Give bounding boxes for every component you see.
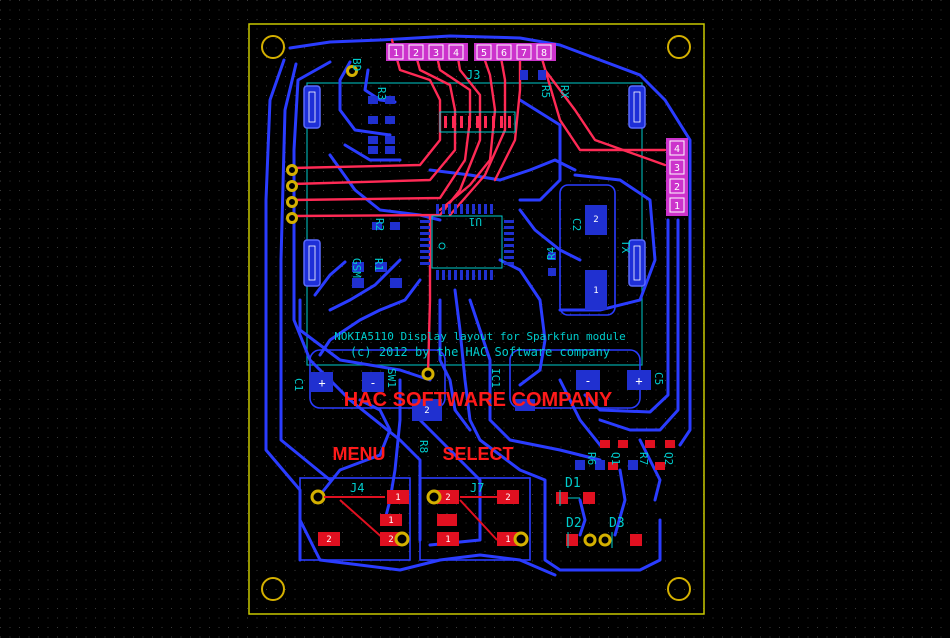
label-d1: D1	[565, 476, 581, 491]
sw1-pad-number: 2	[424, 406, 429, 416]
label-q2: Q2	[662, 452, 675, 465]
cap-c5-plus: +	[635, 374, 642, 388]
header-top-right-block	[474, 43, 556, 61]
label-q1: Q1	[609, 452, 622, 465]
leds	[556, 490, 642, 548]
company-label: HAC SOFTWARE COMPANY	[344, 389, 613, 411]
capacitor-pads: + - - +	[311, 370, 651, 392]
resistor-pads-bottom	[575, 460, 638, 470]
bottom-copper-outlines	[299, 184, 641, 561]
mounting-hole-bottom-left	[261, 577, 285, 601]
red-labels: HAC SOFTWARE COMPANY MENU SELECT	[333, 389, 613, 464]
menu-label: MENU	[333, 444, 386, 464]
crystal-pad-1: 1	[593, 286, 598, 296]
header-right-pin-2: 2	[674, 182, 680, 193]
board-text-line1: NOKIA5110 Display layout for Sparkfun mo…	[334, 330, 625, 343]
label-c5: C5	[652, 372, 665, 385]
j7-pad-2b: 2	[505, 493, 510, 503]
header-top-left-block	[386, 43, 468, 61]
crystal-pad-2: 2	[593, 215, 598, 225]
switch-j4: 1 1 2 2	[310, 489, 410, 547]
smd-bottom-pads	[352, 70, 607, 310]
transistor-pads	[600, 440, 675, 470]
crystal-pad-numbers: 2 1	[593, 215, 598, 296]
j4-pad-2b: 2	[388, 535, 393, 545]
label-ic1: IC1	[489, 368, 502, 388]
display-mount-slots	[303, 85, 646, 287]
label-gsm: GSM	[350, 258, 363, 278]
mounting-hole-bottom-right	[667, 577, 691, 601]
label-tx: TX	[619, 240, 632, 254]
label-j3: J3	[466, 68, 480, 82]
label-d3: D3	[609, 516, 625, 531]
switch-j7: 2 2 1 1	[426, 489, 529, 547]
j7-pad-1b: 1	[505, 535, 510, 545]
header-top-pin-8: 8	[541, 48, 547, 59]
mounting-hole-top-left	[261, 35, 285, 59]
label-r1: R1	[372, 258, 385, 271]
board-outline	[248, 23, 705, 615]
j4-pad-1b: 1	[388, 516, 393, 526]
board-legend: NOKIA5110 Display layout for Sparkfun mo…	[334, 330, 625, 359]
cap-c5-minus: -	[584, 374, 591, 388]
display-mount-slot-inner	[308, 91, 641, 281]
label-sw1: SW1	[385, 368, 398, 388]
label-rx: RX	[558, 85, 571, 99]
label-r8: R8	[417, 440, 430, 453]
label-r7: R7	[637, 452, 650, 465]
cap-c1-plus: +	[318, 376, 325, 390]
header-top-pin-4: 4	[453, 48, 459, 59]
header-right-pin-4: 4	[674, 144, 680, 155]
display-outline	[306, 82, 643, 366]
label-r6: R6	[585, 452, 598, 465]
label-c1: C1	[292, 378, 305, 391]
mounting-holes	[261, 35, 691, 601]
label-r4: R4	[545, 246, 558, 260]
select-label: SELECT	[442, 444, 513, 464]
label-j7: J7	[470, 481, 484, 495]
label-c2: C2	[570, 218, 583, 231]
j4-pad-2a: 2	[326, 535, 331, 545]
left-edge-vias	[286, 65, 435, 381]
j7-pad-2a: 2	[445, 493, 450, 503]
header-top-pin-6: 6	[501, 48, 507, 59]
label-bd: BD	[350, 58, 363, 71]
silkscreen-labels: J3 J4 J7 D1 D2 D3 U1 TX C2 R4 C1 C5 SW1 …	[292, 58, 675, 531]
sw1-part: 2	[412, 399, 535, 421]
header-right: 4 3 2 1	[666, 138, 688, 216]
label-j4: J4	[350, 481, 364, 495]
label-r3: R3	[375, 87, 388, 100]
j7-pad-1a: 1	[445, 535, 450, 545]
header-right-pin-1: 1	[674, 201, 680, 212]
cap-c1-minus: -	[369, 376, 376, 390]
header-right-pin-3: 3	[674, 163, 680, 174]
header-top: 1 2 3 4 5 6 7 8	[386, 43, 556, 61]
j3-fpc-connector	[439, 111, 516, 133]
header-top-pin-7: 7	[521, 48, 527, 59]
header-top-pin-3: 3	[433, 48, 439, 59]
board-text-line2: (c) 2012 by the HAC Software company	[350, 345, 610, 359]
j4-pad-1a: 1	[395, 493, 400, 503]
header-top-pin-1: 1	[393, 48, 399, 59]
label-r5: R5	[539, 85, 552, 98]
header-top-pin-2: 2	[413, 48, 419, 59]
top-copper-traces	[290, 38, 667, 377]
label-u1: U1	[469, 215, 482, 228]
ic1-chip	[420, 204, 514, 280]
header-top-pin-5: 5	[481, 48, 487, 59]
label-d2: D2	[566, 516, 582, 531]
mounting-hole-top-right	[667, 35, 691, 59]
label-r2: R2	[373, 218, 386, 231]
